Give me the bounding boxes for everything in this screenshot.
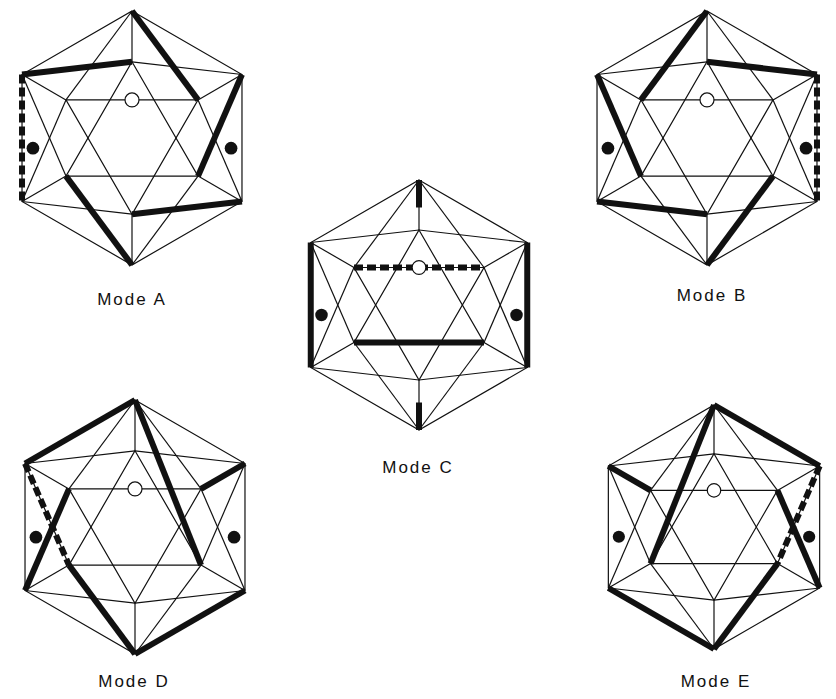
icosahedron-mode-b xyxy=(597,11,817,265)
icosahedron-mode-a xyxy=(22,11,242,265)
mode-label: Mode C xyxy=(380,458,456,478)
icosahedron-mode-c xyxy=(311,180,528,430)
mode-label: Mode A xyxy=(95,290,169,310)
icosahedron-mode-e xyxy=(608,405,819,649)
icosahedron-mode-d xyxy=(25,400,245,654)
mode-label: Mode B xyxy=(675,286,750,306)
mode-label: Mode D xyxy=(96,672,172,692)
mode-label: Mode E xyxy=(679,672,754,692)
